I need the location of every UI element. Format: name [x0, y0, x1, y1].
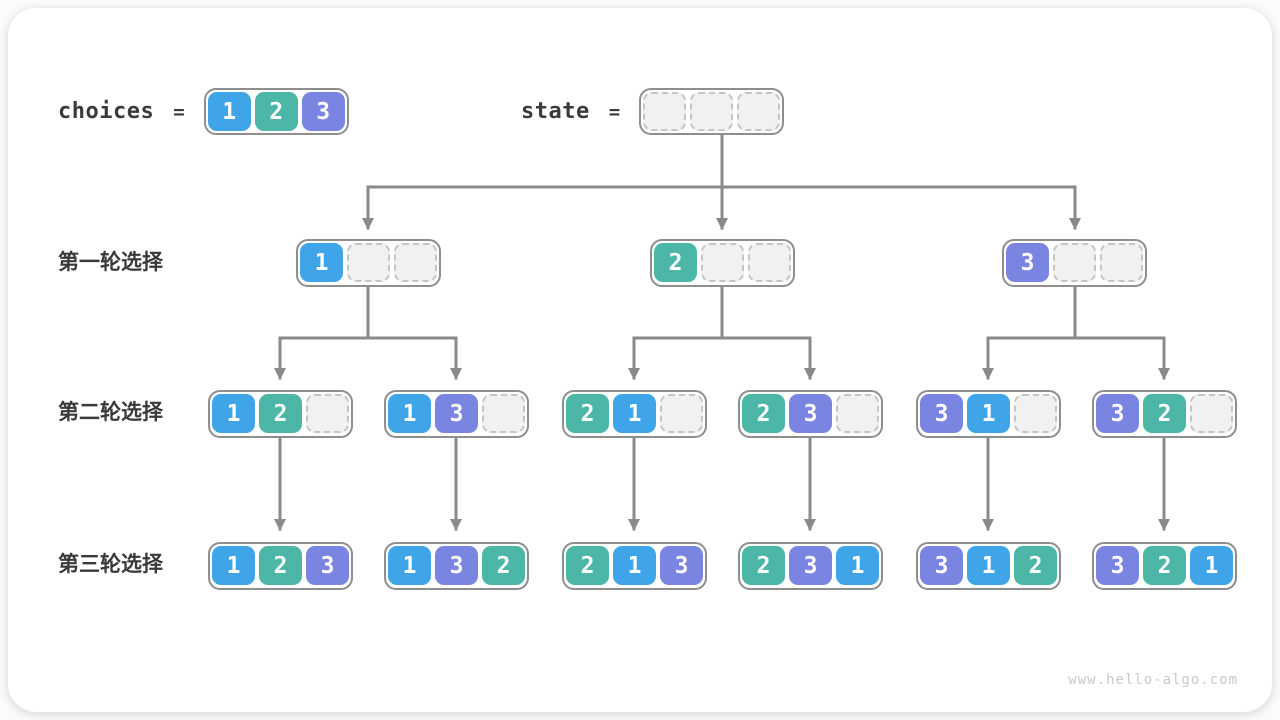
node-cell: 2	[259, 546, 302, 585]
empty-cell	[1190, 394, 1233, 433]
tree-node: 1 2	[208, 390, 353, 438]
round-2-label: 第二轮选择	[58, 401, 163, 424]
tree-node: 2 1	[562, 390, 707, 438]
node-cell: 1	[212, 546, 255, 585]
tree-node: 1	[296, 239, 441, 287]
tree-node: 2	[650, 239, 795, 287]
empty-cell	[1100, 243, 1143, 282]
choices-array: 1 2 3	[203, 88, 349, 135]
empty-cell	[701, 243, 744, 282]
choices-group: choices = 1 2 3	[58, 88, 349, 135]
state-array	[639, 88, 785, 135]
node-cell: 1	[613, 546, 656, 585]
tree-node: 1 3	[384, 390, 529, 438]
node-cell: 2	[566, 546, 609, 585]
node-cell: 2	[742, 394, 785, 433]
node-cell: 3	[306, 546, 349, 585]
round-3-label: 第三轮选择	[58, 553, 163, 576]
tree-node: 3 2 1	[1092, 542, 1237, 590]
node-cell: 2	[654, 243, 697, 282]
node-cell: 3	[789, 394, 832, 433]
tree-node: 2 3	[738, 390, 883, 438]
node-cell: 2	[566, 394, 609, 433]
node-cell: 1	[1190, 546, 1233, 585]
node-cell: 3	[920, 394, 963, 433]
node-cell: 1	[388, 394, 431, 433]
choices-cell: 3	[301, 92, 345, 131]
node-cell: 1	[300, 243, 343, 282]
node-cell: 1	[967, 394, 1010, 433]
node-cell: 2	[259, 394, 302, 433]
state-group: state =	[521, 88, 785, 135]
node-cell: 2	[482, 546, 525, 585]
node-cell: 1	[836, 546, 879, 585]
node-cell: 3	[1096, 546, 1139, 585]
tree-node: 1 3 2	[384, 542, 529, 590]
state-label: state	[521, 99, 590, 124]
node-cell: 3	[435, 394, 478, 433]
node-cell: 1	[613, 394, 656, 433]
empty-cell	[690, 92, 734, 131]
node-cell: 3	[1006, 243, 1049, 282]
node-cell: 3	[435, 546, 478, 585]
tree-node: 3 2	[1092, 390, 1237, 438]
empty-cell	[482, 394, 525, 433]
node-cell: 2	[1014, 546, 1057, 585]
node-cell: 3	[1096, 394, 1139, 433]
empty-cell	[347, 243, 390, 282]
node-cell: 1	[212, 394, 255, 433]
node-cell: 2	[1143, 394, 1186, 433]
empty-cell	[1014, 394, 1057, 433]
equals-sign: =	[173, 100, 185, 123]
tree-node: 2 3 1	[738, 542, 883, 590]
node-cell: 1	[388, 546, 431, 585]
equals-sign: =	[608, 100, 621, 123]
empty-cell	[748, 243, 791, 282]
empty-cell	[394, 243, 437, 282]
empty-cell	[643, 92, 687, 131]
empty-cell	[1053, 243, 1096, 282]
choices-cell: 1	[207, 92, 251, 131]
watermark: www.hello-algo.com	[1068, 672, 1238, 688]
tree-node: 1 2 3	[208, 542, 353, 590]
node-cell: 1	[967, 546, 1010, 585]
empty-cell	[737, 92, 781, 131]
tree-node: 3 1 2	[916, 542, 1061, 590]
node-cell: 2	[742, 546, 785, 585]
tree-node: 2 1 3	[562, 542, 707, 590]
empty-cell	[660, 394, 703, 433]
node-cell: 3	[920, 546, 963, 585]
choices-label: choices	[58, 99, 155, 124]
round-1-label: 第一轮选择	[58, 251, 163, 274]
empty-cell	[836, 394, 879, 433]
tree-node: 3 1	[916, 390, 1061, 438]
node-cell: 3	[660, 546, 703, 585]
empty-cell	[306, 394, 349, 433]
node-cell: 2	[1143, 546, 1186, 585]
choices-cell: 2	[254, 92, 298, 131]
tree-node: 3	[1002, 239, 1147, 287]
node-cell: 3	[789, 546, 832, 585]
